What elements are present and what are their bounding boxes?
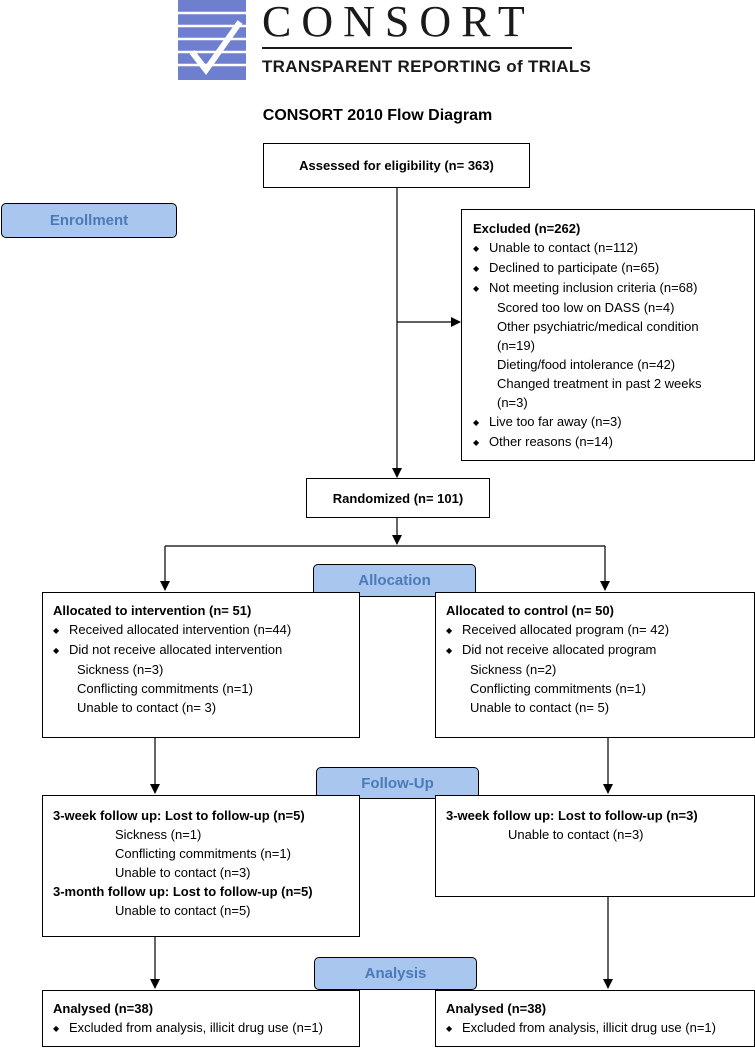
excluded-sub-item: (n=19) [497, 338, 535, 354]
bullet-icon: ◆ [446, 1024, 453, 1034]
excluded-item: ◆Declined to participate (n=65) [473, 258, 754, 278]
allocation-intervention-box: Allocated to intervention (n= 51) ◆Recei… [42, 592, 360, 738]
bullet-icon: ◆ [473, 264, 480, 274]
bullet-icon: ◆ [473, 284, 480, 294]
stage-follow-up: Follow-Up [316, 767, 479, 799]
allocation-intervention-title: Allocated to intervention (n= 51) [53, 603, 252, 618]
bullet-icon: ◆ [473, 244, 480, 254]
analysis-intervention-box: Analysed (n=38) ◆Excluded from analysis,… [42, 990, 360, 1047]
allocation-reason: Unable to contact (n= 3) [77, 700, 217, 716]
allocation-not-received: ◆Did not receive allocated intervention [53, 640, 359, 660]
excluded-sub-item: (n=3) [497, 395, 528, 411]
analysis-control-box: Analysed (n=38) ◆Excluded from analysis,… [435, 990, 755, 1047]
followup-reason: Unable to contact (n=3) [115, 865, 251, 880]
excluded-item: ◆Unable to contact (n=112) [473, 238, 754, 258]
allocation-reason: Conflicting commitments (n=1) [77, 681, 253, 697]
excluded-item: ◆Not meeting inclusion criteria (n=68) [473, 278, 754, 298]
bullet-icon: ◆ [53, 646, 60, 656]
allocation-control-title: Allocated to control (n= 50) [446, 603, 614, 618]
analysis-excluded: ◆Excluded from analysis, illicit drug us… [53, 1018, 359, 1038]
analysis-title: Analysed (n=38) [53, 1001, 154, 1016]
bullet-icon: ◆ [53, 1024, 60, 1034]
bullet-icon: ◆ [446, 646, 453, 656]
excluded-item: ◆Other reasons (n=14) [473, 432, 754, 452]
analysis-excluded: ◆Excluded from analysis, illicit drug us… [446, 1018, 754, 1038]
allocation-reason: Sickness (n=2) [470, 662, 557, 678]
excluded-title: Excluded (n=262) [473, 221, 581, 236]
stage-allocation: Allocation [313, 564, 476, 597]
allocation-reason: Conflicting commitments (n=1) [470, 681, 646, 697]
excluded-sub-item: Other psychiatric/medical condition [497, 319, 699, 335]
randomized-label: Randomized (n= 101) [332, 490, 464, 506]
excluded-box: Excluded (n=262) ◆Unable to contact (n=1… [461, 209, 755, 461]
excluded-sub-item: Scored too low on DASS (n=4) [497, 300, 675, 316]
consort-logo-icon [178, 0, 246, 80]
logo-subtitle: TRANSPARENT REPORTING of TRIALS [262, 57, 592, 76]
followup-control-box: 3-week follow up: Lost to follow-up (n=3… [435, 795, 755, 897]
followup-three-month: 3-month follow up: Lost to follow-up (n=… [53, 884, 313, 899]
assessed-label: Assessed for eligibility (n= 363) [299, 158, 494, 173]
bullet-icon: ◆ [473, 418, 480, 428]
followup-reason: Sickness (n=1) [115, 827, 202, 842]
assessed-box: Assessed for eligibility (n= 363) [263, 143, 530, 188]
stage-enrollment: Enrollment [1, 203, 177, 238]
allocation-reason: Unable to contact (n= 5) [470, 700, 610, 716]
excluded-sub-item: Changed treatment in past 2 weeks [497, 376, 702, 392]
stage-analysis: Analysis [314, 957, 477, 990]
followup-reason: Conflicting commitments (n=1) [115, 846, 291, 861]
followup-reason: Unable to contact (n=3) [508, 827, 644, 842]
followup-reason: Unable to contact (n=5) [115, 903, 251, 918]
allocation-reason: Sickness (n=3) [77, 662, 164, 678]
allocation-received: ◆Received allocated program (n= 42) [446, 620, 754, 640]
logo-divider [262, 47, 572, 49]
allocation-received: ◆Received allocated intervention (n=44) [53, 620, 359, 640]
allocation-control-box: Allocated to control (n= 50) ◆Received a… [435, 592, 755, 738]
bullet-icon: ◆ [446, 626, 453, 636]
excluded-item: ◆Live too far away (n=3) [473, 412, 754, 432]
allocation-not-received: ◆Did not receive allocated program [446, 640, 754, 660]
diagram-title: CONSORT 2010 Flow Diagram [262, 107, 493, 124]
logo-title: CONSORT [262, 0, 535, 46]
followup-three-week: 3-week follow up: Lost to follow-up (n=3… [446, 808, 698, 823]
followup-three-week: 3-week follow up: Lost to follow-up (n=5… [53, 808, 305, 823]
followup-intervention-box: 3-week follow up: Lost to follow-up (n=5… [42, 795, 360, 937]
excluded-sub-item: Dieting/food intolerance (n=42) [497, 357, 676, 373]
randomized-box: Randomized (n= 101) [306, 478, 490, 518]
bullet-icon: ◆ [53, 626, 60, 636]
analysis-title: Analysed (n=38) [446, 1001, 547, 1016]
bullet-icon: ◆ [473, 438, 480, 448]
